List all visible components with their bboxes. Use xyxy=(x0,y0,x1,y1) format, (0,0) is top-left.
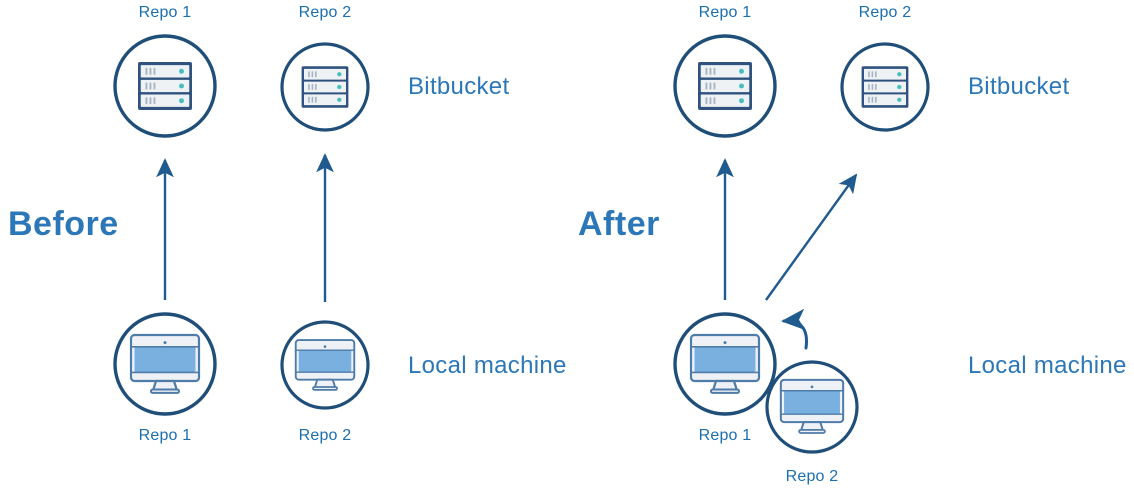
node-label-after-local-repo-2: Repo 2 xyxy=(785,468,839,485)
node-before-remote-repo-2[interactable] xyxy=(280,42,370,132)
phase-label-after: After xyxy=(578,205,660,243)
node-after-remote-repo-2[interactable] xyxy=(840,42,930,132)
server-icon xyxy=(861,65,909,109)
server-icon xyxy=(697,61,753,111)
connection-after-nested-repo-link xyxy=(781,308,808,350)
zone-label-local-machine-after: Local machine xyxy=(968,352,1127,379)
node-label-before-local-repo-2: Repo 2 xyxy=(298,427,352,444)
node-before-local-repo-1[interactable] xyxy=(113,312,217,416)
node-before-remote-repo-1[interactable] xyxy=(113,34,217,138)
node-label-after-remote-repo-2: Repo 2 xyxy=(858,4,912,21)
server-icon xyxy=(137,61,193,111)
node-label-before-local-repo-1: Repo 1 xyxy=(138,427,192,444)
phase-label-before: Before xyxy=(8,205,119,243)
node-label-before-remote-repo-2: Repo 2 xyxy=(298,4,352,21)
zone-label-bitbucket-after: Bitbucket xyxy=(968,73,1070,100)
node-after-remote-repo-1[interactable] xyxy=(673,34,777,138)
node-label-before-remote-repo-1: Repo 1 xyxy=(138,4,192,21)
node-label-after-local-repo-1: Repo 1 xyxy=(698,427,752,444)
node-after-local-repo-2[interactable] xyxy=(765,360,859,454)
node-after-local-repo-1[interactable] xyxy=(673,312,777,416)
zone-label-local-machine-before: Local machine xyxy=(408,352,567,379)
connection-after-push-repo-2 xyxy=(765,173,858,301)
node-label-after-remote-repo-1: Repo 1 xyxy=(698,4,752,21)
server-icon xyxy=(301,65,349,109)
node-before-local-repo-2[interactable] xyxy=(280,320,370,410)
zone-label-bitbucket-before: Bitbucket xyxy=(408,73,510,100)
